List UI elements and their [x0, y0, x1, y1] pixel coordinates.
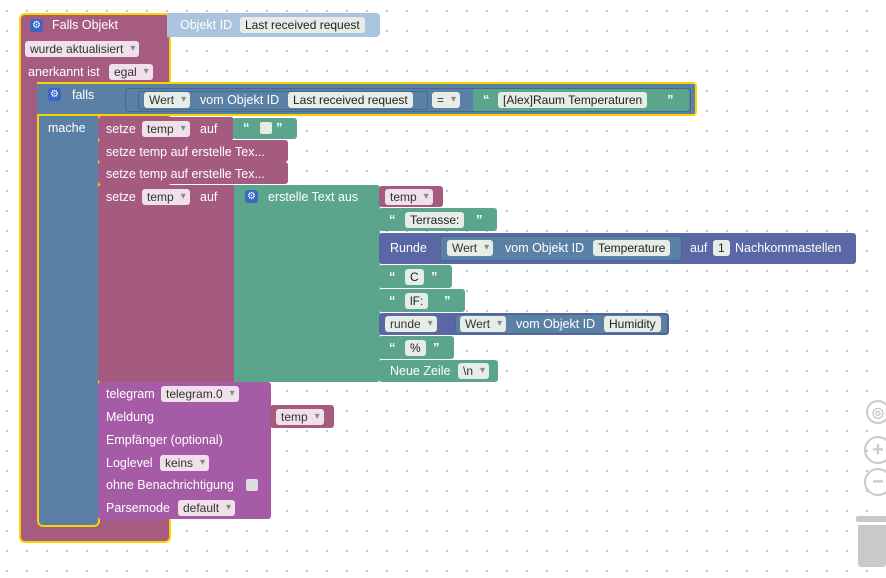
ack-label: anerkannt ist [28, 65, 100, 79]
value-dropdown[interactable]: Wert [144, 92, 191, 108]
trash-icon[interactable] [856, 516, 886, 567]
round2-object-id-field[interactable]: Humidity [604, 316, 661, 332]
text-join-gear-icon[interactable]: ⚙ [245, 190, 258, 203]
round-digits-field[interactable]: 1 [713, 240, 730, 256]
silent-checkbox[interactable] [246, 479, 258, 491]
to-label: auf [200, 122, 218, 136]
open-quote-icon: “ [389, 269, 396, 284]
silent-label: ohne Benachrichtigung [106, 478, 234, 492]
object-id-label: Objekt ID [180, 18, 233, 32]
updated-dropdown[interactable]: wurde aktualisiert [25, 41, 140, 57]
trigger-gear-icon[interactable]: ⚙ [30, 19, 43, 32]
round2-dropdown[interactable]: runde [385, 316, 437, 332]
message-label: Meldung [106, 410, 154, 424]
if-object-id-field[interactable]: Last received request [288, 92, 413, 108]
telegram-instance-dropdown[interactable]: telegram.0 [161, 386, 239, 402]
close-quote-icon: ” [276, 120, 283, 135]
round-to-label: auf [690, 241, 708, 255]
rf-text-field[interactable]: lF: [405, 293, 429, 309]
get-var-dropdown[interactable]: temp [385, 189, 433, 205]
close-quote-icon: ” [667, 92, 674, 107]
collapsed-set-label-2: setze temp auf erstelle Tex... [106, 167, 265, 181]
text-join-body [234, 185, 248, 382]
newline-label: Neue Zeile [390, 364, 451, 378]
open-quote-icon: “ [483, 92, 490, 107]
open-quote-icon: “ [389, 293, 396, 308]
text-join-block[interactable] [234, 185, 380, 382]
close-quote-icon: ” [476, 212, 483, 227]
operator-dropdown[interactable]: = [432, 92, 461, 108]
if-block[interactable] [37, 82, 100, 527]
parsemode-dropdown[interactable]: default [178, 500, 236, 516]
round2-of-object-label: vom Objekt ID [516, 317, 596, 331]
message-var-dropdown[interactable]: temp [276, 409, 324, 425]
set-block-2[interactable] [98, 185, 238, 382]
round-label: Runde [390, 241, 427, 255]
to-label: auf [200, 190, 218, 204]
open-quote-icon: “ [389, 340, 396, 355]
zoom-out-icon[interactable]: − [864, 468, 886, 496]
open-quote-icon: “ [243, 120, 250, 135]
set-var-dropdown[interactable]: temp [142, 189, 190, 205]
close-quote-icon: ” [433, 340, 440, 355]
set-var-dropdown[interactable]: temp [142, 121, 190, 137]
round-value-dropdown[interactable]: Wert [447, 240, 494, 256]
collapsed-set-label-1: setze temp auf erstelle Tex... [106, 145, 265, 159]
close-quote-icon: ” [444, 293, 451, 308]
round-suffix-label: Nachkommastellen [735, 241, 842, 255]
if-gear-icon[interactable]: ⚙ [48, 88, 61, 101]
compare-text-field[interactable]: [Alex]Raum Temperaturen [498, 92, 648, 108]
ack-dropdown[interactable]: egal [109, 64, 153, 80]
newline-dropdown[interactable]: \n [458, 363, 490, 379]
set-label: setze [106, 190, 136, 204]
empty-text-field[interactable] [260, 122, 272, 134]
round-of-object-label: vom Objekt ID [505, 241, 585, 255]
round-object-id-field[interactable]: Temperature [593, 240, 671, 256]
of-object-label: vom Objekt ID [200, 93, 280, 107]
telegram-label: telegram [106, 387, 155, 401]
parsemode-label: Parsemode [106, 501, 170, 515]
zoom-in-icon[interactable]: + [864, 436, 886, 464]
collapsed-set-block-2[interactable] [98, 162, 288, 184]
recipient-label: Empfänger (optional) [106, 433, 223, 447]
telegram-block[interactable] [98, 382, 271, 519]
open-quote-icon: “ [389, 212, 396, 227]
unit-c-text-field[interactable]: C [405, 269, 424, 285]
if-label: falls [72, 88, 95, 102]
zoom-reset-icon[interactable]: ◎ [866, 400, 886, 424]
loglevel-dropdown[interactable]: keins [160, 455, 210, 471]
text-join-label: erstelle Text aus [268, 190, 359, 204]
collapsed-set-block-1[interactable] [98, 140, 288, 162]
do-label: mache [48, 121, 86, 135]
loglevel-label: Loglevel [106, 456, 153, 470]
trigger-object-id-field[interactable]: Last received request [240, 17, 365, 33]
round2-value-dropdown[interactable]: Wert [460, 316, 507, 332]
close-quote-icon: ” [431, 269, 438, 284]
percent-text-field[interactable]: % [405, 340, 426, 356]
trigger-title: Falls Objekt [52, 18, 118, 32]
terrace-text-field[interactable]: Terrasse: [405, 212, 465, 228]
set-label: setze [106, 122, 136, 136]
